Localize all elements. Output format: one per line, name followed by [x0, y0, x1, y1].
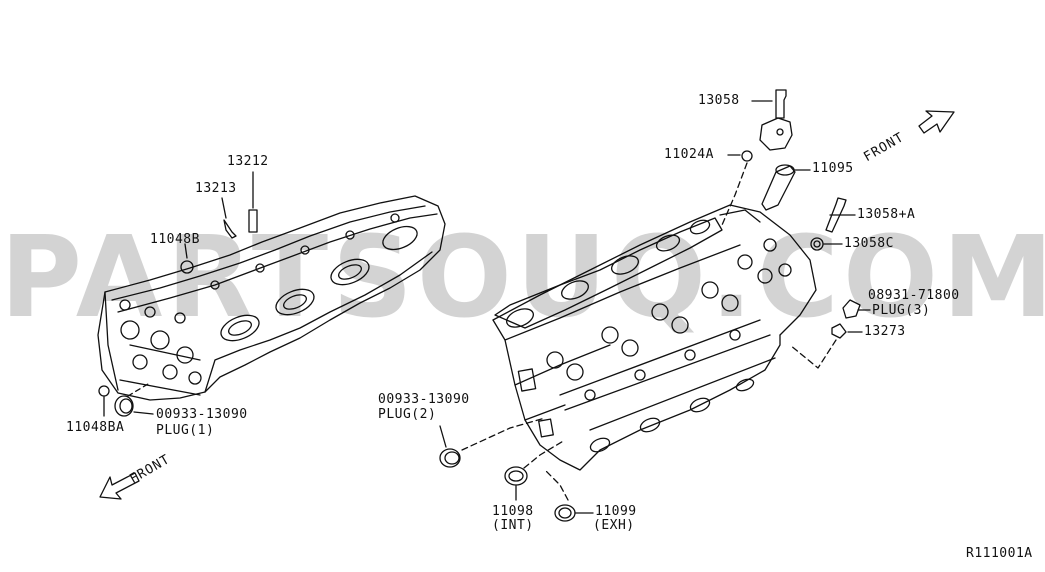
label-13058A[interactable]: 13058+A [857, 207, 916, 222]
label-11095[interactable]: 11095 [812, 161, 854, 176]
front-arrow-right-icon [918, 110, 955, 134]
diagram-ref-code: R111001A [966, 546, 1033, 561]
left-cylinder-head [97, 195, 446, 401]
front-arrow-left-icon [99, 472, 140, 500]
label-11098-sub: (INT) [492, 518, 534, 533]
label-plug1-number[interactable]: 00933-13090 [156, 407, 248, 422]
label-13058[interactable]: 13058 [698, 93, 740, 108]
label-11099-sub: (EXH) [593, 518, 635, 533]
label-13212[interactable]: 13212 [227, 154, 269, 169]
left-small-parts [98, 171, 258, 417]
label-11048BA[interactable]: 11048BA [66, 420, 125, 435]
label-plug3-name[interactable]: PLUG(3) [872, 303, 931, 318]
label-13213[interactable]: 13213 [195, 181, 237, 196]
label-plug1-name[interactable]: PLUG(1) [156, 423, 215, 438]
label-13273[interactable]: 13273 [864, 324, 906, 339]
label-11099[interactable]: 11099 [595, 504, 637, 519]
label-11024A[interactable]: 11024A [664, 147, 714, 162]
label-plug2-number[interactable]: 00933-13090 [378, 392, 470, 407]
right-cylinder-head [492, 204, 817, 471]
label-11048B[interactable]: 11048B [150, 232, 200, 247]
label-plug3-number[interactable]: 08931-71800 [868, 288, 960, 303]
label-11098[interactable]: 11098 [492, 504, 534, 519]
label-13058C[interactable]: 13058C [844, 236, 894, 251]
right-small-parts [439, 89, 871, 522]
label-plug2-name[interactable]: PLUG(2) [378, 407, 437, 422]
